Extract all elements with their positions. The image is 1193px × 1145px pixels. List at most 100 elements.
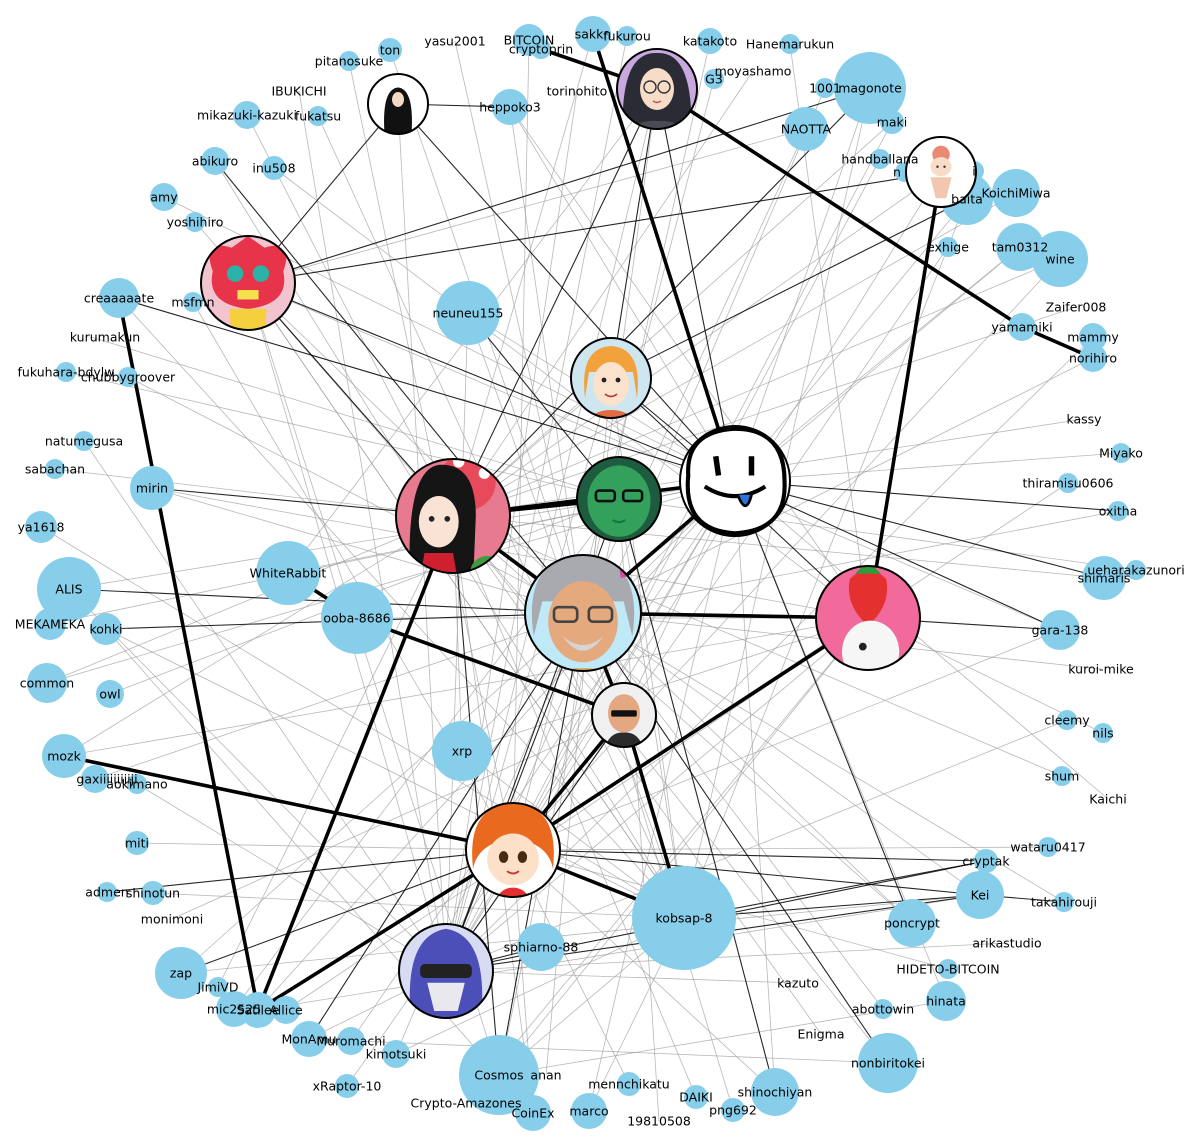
node-mirin[interactable] [130,466,174,510]
node-WhiteRabbit[interactable] [256,541,320,605]
dog-mask-icon[interactable] [178,213,319,354]
node-shimaris[interactable] [1082,556,1126,600]
gray-hair-man-icon[interactable] [496,526,670,700]
node-miti[interactable] [125,831,149,855]
node-label: amy [150,190,178,205]
orange-hair-kid-icon[interactable] [443,780,584,921]
node-mikazuki-kazuki[interactable] [233,101,261,129]
node-wataru0417[interactable] [1038,837,1058,857]
node-yoshihiro[interactable] [185,212,205,232]
node-hinata[interactable] [926,981,966,1021]
node-cryptak[interactable] [974,849,998,873]
node-handballana[interactable] [870,149,890,169]
node-cleemy[interactable] [1057,710,1077,730]
node-takahirouji[interactable] [1054,892,1074,912]
node-inu508[interactable] [262,156,286,180]
node-G3[interactable] [704,69,724,89]
node-sabachan[interactable] [45,459,65,479]
node-admen[interactable] [97,882,117,902]
node-fukatsu[interactable] [308,106,328,126]
node-msfmn[interactable] [183,292,203,312]
node-JimiVD[interactable] [208,977,228,997]
node-mammy[interactable] [1079,323,1107,351]
node-MonAmu[interactable] [291,1021,327,1057]
node-shinotun[interactable] [141,881,165,905]
node-shum[interactable] [1052,766,1072,786]
node-nonbiritokei[interactable] [858,1033,918,1093]
node-fukuhara-bdylw[interactable] [56,362,76,382]
node-Cosmos[interactable] [459,1035,539,1115]
node-kohki[interactable] [90,613,122,645]
node-katakoto[interactable] [697,28,723,54]
edge-av_geisha-av_glasses_girl [452,88,658,517]
node-label: mennchikatu [588,1077,669,1092]
node-Hanemarukun[interactable] [780,34,800,54]
node-ton[interactable] [378,38,402,62]
node-png692[interactable] [721,1098,745,1122]
node-Satllee[interactable] [240,992,276,1028]
node-label: fukuhara-bdylw [18,365,115,380]
node-pitanosuke[interactable] [339,51,359,71]
node-owl[interactable] [96,680,124,708]
node-abottowin[interactable] [873,999,893,1019]
node-wine[interactable] [1032,231,1088,287]
node-xrp[interactable] [432,721,492,781]
node-kimotsuki[interactable] [382,1040,410,1068]
robot-hero-icon[interactable] [376,901,517,1042]
node-HIDETO-BITCOIN[interactable] [938,959,958,979]
node-kobsap-8[interactable] [632,866,736,970]
node-gara-138[interactable] [1040,610,1080,650]
node-sakkn[interactable] [575,16,611,52]
node-nils[interactable] [1093,723,1113,743]
node-marco[interactable] [571,1093,607,1129]
node-shinochiyan[interactable] [751,1068,799,1116]
node-exhige[interactable] [938,237,958,257]
node-neuneu155[interactable] [436,281,500,345]
strawberry-icon[interactable] [790,540,946,696]
node-ooba-8686[interactable] [321,582,393,654]
node-DAIKI[interactable] [684,1085,708,1109]
node-Miyako[interactable] [1111,443,1131,463]
node-thiramisu0606[interactable] [1058,473,1078,493]
node-fukurou[interactable] [617,26,637,46]
node-KoichiMiwa[interactable] [992,169,1040,217]
node-creaaaaate[interactable] [99,278,139,318]
node-sphiarno-88[interactable] [517,923,565,971]
woman-icon[interactable] [353,59,443,149]
node-zap[interactable] [155,947,207,999]
node-aokimano[interactable] [127,774,147,794]
node-NAOTTA[interactable] [784,107,828,151]
node-1001[interactable] [815,78,835,98]
node-mennchikatu[interactable] [617,1072,641,1096]
node-poncrypt[interactable] [888,899,936,947]
node-heppoko3[interactable] [492,89,528,125]
node-mozk[interactable] [42,734,86,778]
node-abikuro[interactable] [201,147,229,175]
smiley-icon[interactable] [653,399,818,564]
node-gaxiiiiiiiiiji[interactable] [81,765,109,793]
node-cryptoprin[interactable] [531,39,551,59]
node-chubbygroover[interactable] [118,367,138,387]
node-magonote[interactable] [834,52,906,124]
node-Allice[interactable] [272,996,300,1024]
green-glasses-man-icon[interactable] [556,436,682,562]
node-xRaptor-10[interactable] [335,1074,359,1098]
sweets-girl-icon[interactable] [889,120,994,225]
bald-sunglasses-man-icon[interactable] [576,667,672,763]
node-common[interactable] [27,663,67,703]
node-norihiro[interactable] [1079,344,1107,372]
node-amy[interactable] [150,183,178,211]
node-label: png692 [709,1103,757,1118]
node-yamamiki[interactable] [1008,313,1036,341]
node-maki[interactable] [880,110,904,134]
node-Muromachi[interactable] [337,1027,365,1055]
node-ya1618[interactable] [25,511,57,543]
node-Kei[interactable] [956,871,1004,919]
node-ueharakazunori[interactable] [1126,560,1146,580]
node-ALIS[interactable] [37,557,101,621]
node-MEKAMEKA[interactable] [34,608,66,640]
node-oxitha[interactable] [1108,501,1128,521]
node-CoinEx[interactable] [515,1095,551,1131]
kimono-girl-icon[interactable] [368,431,539,602]
node-natumegusa[interactable] [74,431,94,451]
